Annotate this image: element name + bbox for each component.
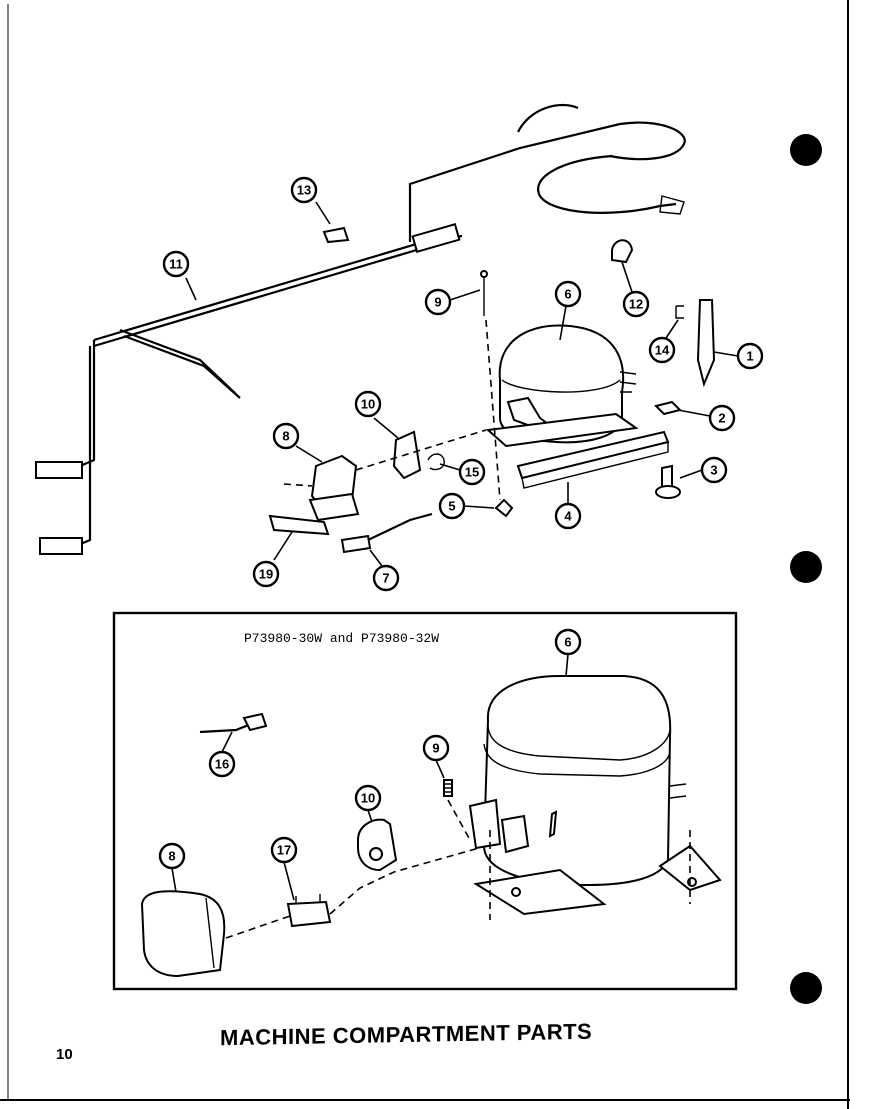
- svg-text:5: 5: [448, 499, 455, 514]
- inset-cord-clip-part: [199, 712, 268, 734]
- callout-1: 1: [713, 342, 764, 370]
- inset-callout-8: 8: [158, 842, 186, 893]
- svg-text:12: 12: [629, 297, 643, 312]
- callout-7: 7: [369, 549, 400, 592]
- inset-callout-6: 6: [554, 628, 582, 677]
- page-border: [0, 0, 850, 1109]
- probe-part: [696, 299, 716, 388]
- callout-8-main: 8: [272, 422, 323, 463]
- callout-10-main: 10: [354, 390, 399, 439]
- lead-part: [340, 512, 433, 554]
- punch-hole-middle: [790, 551, 822, 583]
- washer-part: [654, 400, 682, 416]
- svg-text:13: 13: [297, 183, 311, 198]
- svg-text:11: 11: [169, 257, 183, 272]
- inset-overload-part: [357, 818, 398, 872]
- punch-hole-bottom: [790, 972, 822, 1004]
- inset-callout-9: 9: [422, 734, 450, 779]
- grommet-part: [494, 498, 514, 518]
- clip-part: [322, 226, 350, 244]
- power-cord-part: [537, 154, 685, 215]
- svg-text:17: 17: [277, 843, 291, 858]
- retainer-part: [268, 514, 330, 536]
- callout-6-main: 6: [554, 280, 582, 341]
- svg-text:3: 3: [710, 463, 717, 478]
- callout-19: 19: [252, 531, 293, 588]
- callout-15: 15: [439, 458, 486, 486]
- assembly-dash-1: [355, 429, 487, 471]
- inset-callout-10: 10: [354, 784, 382, 823]
- svg-text:4: 4: [564, 509, 572, 524]
- callout-11: 11: [162, 250, 197, 301]
- page-number: 10: [56, 1046, 73, 1063]
- svg-text:6: 6: [564, 635, 571, 650]
- assembly-dash-2: [283, 483, 313, 487]
- svg-text:9: 9: [432, 741, 439, 756]
- punch-hole-top: [790, 134, 822, 166]
- svg-text:15: 15: [465, 465, 479, 480]
- callout-12: 12: [621, 261, 650, 318]
- svg-text:19: 19: [259, 567, 273, 582]
- svg-text:1: 1: [746, 349, 753, 364]
- inset-callout-16: 16: [208, 731, 236, 778]
- inset-assembly-dash: [225, 845, 487, 939]
- svg-text:10: 10: [361, 397, 375, 412]
- relay-part: [308, 454, 360, 522]
- callout-2: 2: [677, 404, 736, 432]
- callout-3: 3: [679, 456, 728, 484]
- bracket-part: [611, 239, 634, 264]
- callout-14: 14: [648, 319, 679, 364]
- inset-relay-part: [286, 894, 332, 928]
- svg-text:7: 7: [382, 571, 389, 586]
- inset-model-label: P73980-30W and P73980-32W: [244, 631, 439, 646]
- callout-4: 4: [554, 482, 582, 530]
- inset-callout-17: 17: [270, 836, 298, 901]
- bolt-part: [655, 464, 681, 499]
- callout-13: 13: [290, 176, 331, 225]
- svg-text:8: 8: [168, 849, 175, 864]
- inset-frame: [112, 611, 738, 991]
- inset-screw-part: [443, 779, 471, 841]
- svg-text:2: 2: [718, 411, 725, 426]
- svg-text:16: 16: [215, 757, 229, 772]
- callout-5: 5: [438, 492, 495, 520]
- wiring-harness-part: [35, 103, 686, 555]
- inset-compressor-part: [468, 675, 722, 920]
- inset-relay-cover-part: [140, 890, 226, 978]
- callout-9-main: 9: [424, 288, 481, 316]
- small-clip-part: [675, 305, 684, 319]
- svg-text:10: 10: [361, 791, 375, 806]
- compressor-part: [485, 324, 639, 448]
- svg-text:9: 9: [434, 295, 441, 310]
- svg-text:6: 6: [564, 287, 571, 302]
- screw-part: [480, 270, 501, 501]
- svg-text:8: 8: [282, 429, 289, 444]
- spring-clip-part: [427, 453, 445, 471]
- svg-text:14: 14: [655, 343, 670, 358]
